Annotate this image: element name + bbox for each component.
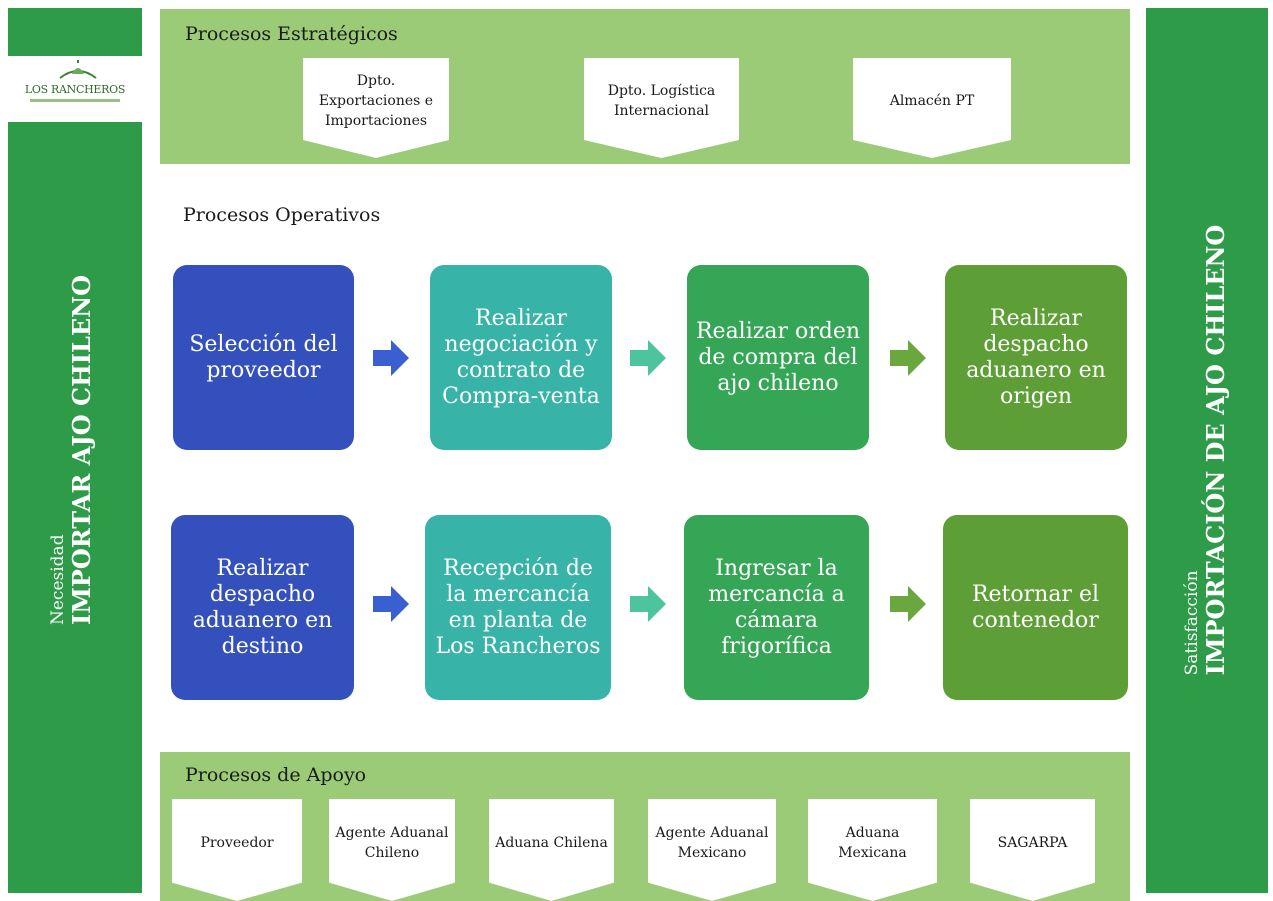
strategic-item-logistics: Dpto. Logística Internacional: [584, 58, 739, 158]
support-item-chilean-customs: Aduana Chilena: [489, 799, 614, 901]
step-cold-storage: Ingresar la mercancía a cámara frigorífi…: [684, 515, 869, 700]
flow-arrow-icon: [890, 586, 926, 622]
flow-arrow-icon: [373, 340, 409, 376]
step-origin-customs: Realizar despacho aduanero en origen: [945, 265, 1127, 450]
strategic-title: Procesos Estratégicos: [185, 23, 398, 45]
satisfaction-bar: [1146, 8, 1268, 893]
logo-text: LOS RANCHEROS: [24, 83, 126, 96]
logo-underline: [30, 99, 120, 102]
support-title: Procesos de Apoyo: [185, 764, 367, 786]
support-item-mexican-agent: Agente Aduanal Mexicano: [648, 799, 776, 901]
support-item-sagarpa: SAGARPA: [970, 799, 1095, 901]
satisfaction-label: Satisfacción IMPORTACIÓN DE AJO CHILENO: [1182, 225, 1230, 676]
step-select-supplier: Selección del proveedor: [173, 265, 354, 450]
step-purchase-order: Realizar orden de compra del ajo chileno: [687, 265, 869, 450]
need-caption: Necesidad: [48, 534, 68, 625]
support-item-supplier: Proveedor: [172, 799, 302, 901]
flow-arrow-icon: [630, 586, 666, 622]
strategic-item-exports: Dpto. Exportaciones e Importaciones: [303, 58, 449, 158]
operative-title: Procesos Operativos: [183, 204, 381, 226]
step-destination-customs: Realizar despacho aduanero en destino: [171, 515, 354, 700]
support-item-mexican-customs: Aduana Mexicana: [808, 799, 937, 901]
support-processes-band: Procesos de Apoyo: [160, 752, 1130, 901]
strategic-item-warehouse: Almacén PT: [853, 58, 1011, 158]
step-return-container: Retornar el contenedor: [943, 515, 1128, 700]
garlic-logo-icon: [59, 60, 97, 79]
need-bar: [8, 8, 142, 893]
company-logo: LOS RANCHEROS: [8, 56, 142, 122]
need-title: IMPORTAR AJO CHILENO: [67, 275, 96, 625]
satisfaction-caption: Satisfacción: [1182, 570, 1202, 676]
satisfaction-title: IMPORTACIÓN DE AJO CHILENO: [1201, 224, 1230, 676]
flow-arrow-icon: [630, 340, 666, 376]
flow-arrow-icon: [890, 340, 926, 376]
flow-arrow-icon: [373, 586, 409, 622]
step-receive-goods: Recepción de la mercancía en planta de L…: [425, 515, 611, 700]
need-label: Necesidad IMPORTAR AJO CHILENO: [48, 275, 96, 625]
support-item-chilean-agent: Agente Aduanal Chileno: [329, 799, 455, 901]
step-negotiate-contract: Realizar negociación y contrato de Compr…: [430, 265, 612, 450]
